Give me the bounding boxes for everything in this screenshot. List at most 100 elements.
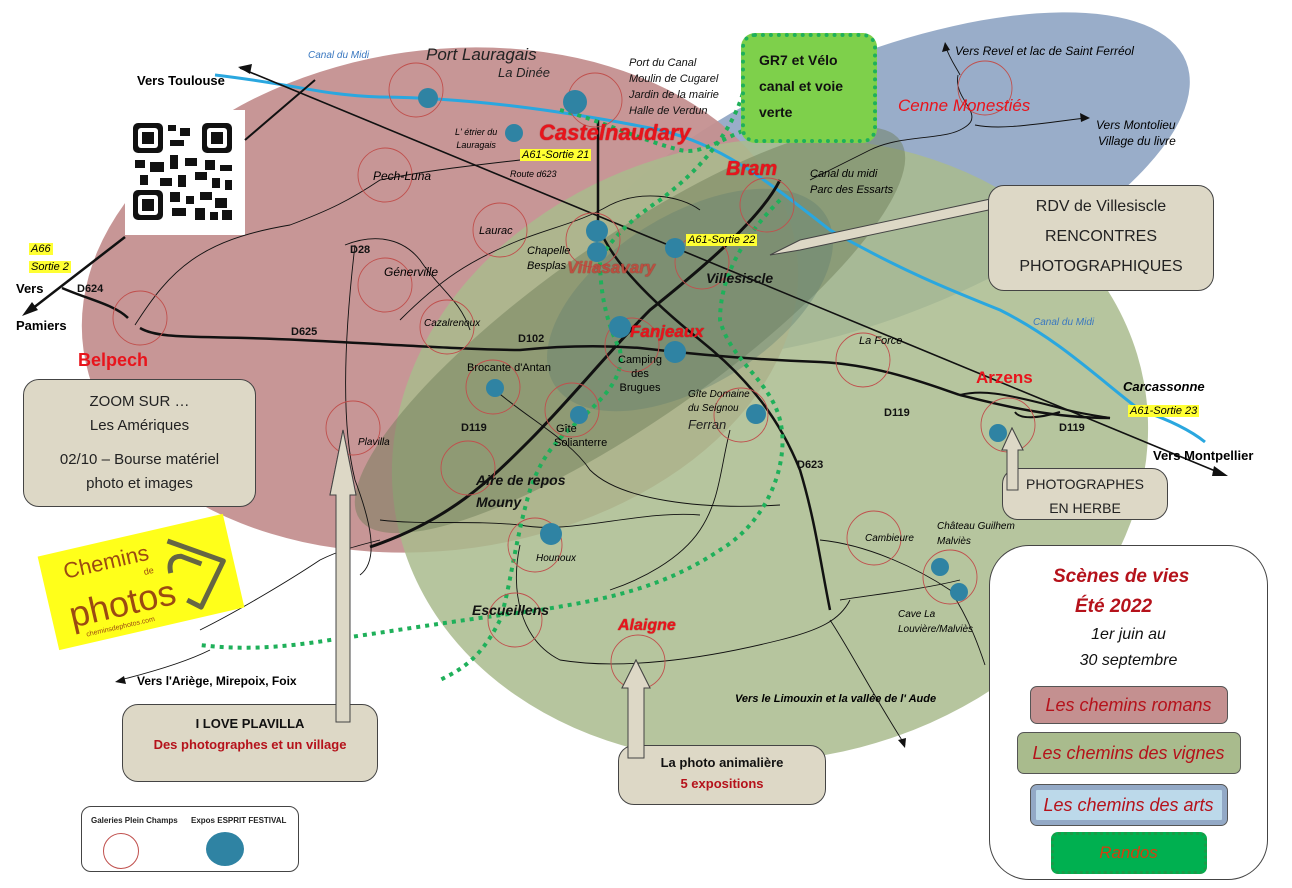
animaliere-subtitle: 5 expositions (680, 776, 764, 791)
zoom-line-4: photo et images (86, 475, 193, 492)
direction-toulouse: Vers Toulouse (137, 73, 225, 88)
town-villesiscle: Villesiscle (706, 270, 774, 286)
direction-montolieu-2: Village du livre (1098, 134, 1176, 148)
poi-solianterre: Solianterre (554, 437, 608, 449)
poi-malvies: Malviès (937, 536, 971, 547)
road-label-d119-east: D119 (1059, 422, 1085, 434)
legend-chemins-arts[interactable]: Les chemins des arts (1029, 784, 1228, 826)
direction-ariege: Vers l'Ariège, Mirepoix, Foix (137, 674, 297, 688)
road-d623 (596, 120, 832, 611)
a66-label: A66 (29, 243, 53, 255)
gr7-line-1: GR7 et Vélo (759, 52, 838, 68)
legend-chemins-romans[interactable]: Les chemins romans (1029, 686, 1228, 724)
legend-expos-label: Expos ESPRIT FESTIVAL (191, 816, 287, 825)
direction-montpellier: Vers Montpellier (1153, 448, 1254, 463)
qr-code (133, 123, 232, 220)
direction-pamiers-2: Pamiers (16, 318, 67, 333)
town-la-force: La Force (859, 335, 903, 347)
road-label-d119-center: D119 (884, 407, 910, 419)
logo-chemins-de-photos[interactable]: Chemins de photos cheminsdephotos.com (37, 513, 245, 651)
animaliere-title: La photo animalière (660, 755, 784, 770)
town-hounoux: Hounoux (536, 553, 577, 564)
a61-motorway (239, 67, 1226, 476)
town-cazalrenoux: Cazalrenoux (424, 318, 481, 329)
poi-seignou: du Seignou (688, 403, 739, 414)
callout-i-love-plavilla[interactable]: I LOVE PLAVILLA Des photographes et un v… (122, 704, 378, 782)
road-label-d625: D625 (291, 326, 318, 338)
poi-camping: Camping (618, 354, 663, 366)
road-d625 (61, 286, 1111, 420)
poi-etrier-1: L' étrier du (455, 127, 498, 137)
town-cambieure: Cambieure (865, 533, 914, 544)
info-panel: Scènes de vies Été 2022 1er juin au 30 s… (989, 545, 1268, 880)
gr7-line-2: canal et voie (759, 78, 844, 94)
rdv-line-1: RDV de Villesiscle (1035, 198, 1167, 215)
town-carcassonne: Carcassonne (1123, 379, 1205, 394)
direction-pamiers-1: Vers (16, 281, 44, 296)
town-plavilla: Plavilla (358, 437, 390, 448)
road-label-d624: D624 (77, 283, 104, 295)
exit-a61-21: A61-Sortie 21 (520, 149, 592, 161)
legend-chemins-vignes[interactable]: Les chemins des vignes (1016, 732, 1241, 774)
minor-roads (119, 44, 1086, 746)
town-la-dinee: La Dinée (498, 65, 551, 80)
poi-halle: Halle de Verdun (629, 105, 708, 117)
exit-a61-22: A61-Sortie 22 (686, 234, 758, 246)
poi-camping-brugues: Brugues (619, 382, 661, 394)
callout-photo-animaliere[interactable]: La photo animalière 5 expositions (618, 745, 826, 805)
legend-expo-dot-icon (206, 832, 244, 866)
plavilla-pointer (329, 429, 357, 723)
zone-fanjeaux (547, 188, 833, 412)
poi-jardin: Jardin de la mairie (629, 89, 719, 101)
road-label-route-d623: Route d623 (510, 169, 557, 179)
road-label-d623: D623 (797, 459, 824, 471)
canal-label-west: Canal du Midi (308, 50, 370, 61)
town-laurac: Laurac (479, 225, 513, 237)
town-arzens: Arzens (976, 368, 1033, 387)
callout-rdv-villesiscle[interactable]: RDV de Villesiscle RENCONTRES PHOTOGRAPH… (988, 185, 1214, 291)
callout-zoom-sur[interactable]: ZOOM SUR … Les Amériques 02/10 – Bourse … (23, 379, 256, 507)
town-generville: Génerville (384, 265, 439, 279)
poi-gite: Gîte (556, 423, 577, 435)
zoom-line-3: 02/10 – Bourse matériel (59, 451, 220, 468)
town-bram: Bram (726, 158, 778, 180)
rdv-line-2: RENCONTRES (1044, 228, 1157, 245)
legend-galeries-label: Galeries Plein Champs (91, 816, 178, 825)
exit-a61-23: A61-Sortie 23 (1128, 405, 1200, 417)
herbe-line-1: PHOTOGRAPHES (1026, 476, 1144, 492)
plavilla-title: I LOVE PLAVILLA (195, 716, 305, 731)
poi-aire-repos: Aire de repos (476, 472, 566, 488)
a66-exit-label: Sortie 2 (29, 261, 71, 273)
town-cenne-monesties: Cenne Monestiés (898, 96, 1031, 115)
callout-photographes-herbe[interactable]: PHOTOGRAPHES EN HERBE (1002, 468, 1168, 520)
town-alaigne: Alaigne (618, 617, 676, 634)
poi-parc-essarts: Parc des Essarts (810, 184, 894, 196)
callout-gr7[interactable]: GR7 et Vélo canal et voie verte (741, 33, 877, 143)
town-castelnaudary: Castelnaudary (539, 120, 691, 145)
poi-moulin: Moulin de Cugarel (629, 73, 719, 85)
poi-louviere: Louvière/Malviès (898, 624, 974, 635)
road-label-d28: D28 (350, 244, 371, 256)
logo-arrow-icon (166, 538, 226, 610)
legend-randos[interactable]: Randos (1050, 832, 1207, 874)
poi-etrier-2: Lauragais (456, 140, 496, 150)
road-label-d102: D102 (518, 333, 545, 345)
gr7-line-3: verte (759, 104, 793, 120)
town-chapelle: Chapelle (527, 245, 571, 257)
info-subtitle: Été 2022 (1075, 596, 1153, 617)
legend-gallery-ring-icon (103, 833, 139, 869)
poi-gite-domaine: Gîte Domaine (688, 389, 750, 400)
herbe-line-2: EN HERBE (1049, 500, 1121, 516)
poi-brocante: Brocante d'Antan (467, 362, 552, 374)
road-label-d119-west: D119 (461, 422, 487, 434)
poi-camping-des: des (631, 368, 649, 380)
town-fanjeaux: Fanjeaux (630, 322, 704, 341)
info-dates-2: 30 septembre (1079, 652, 1178, 669)
info-dates-1: 1er juin au (1091, 626, 1166, 643)
town-pech-luna: Pech-Luna (373, 169, 432, 183)
expo-dots (418, 88, 1007, 601)
info-title: Scènes de vies (1053, 566, 1190, 587)
poi-port-canal: Port du Canal (629, 57, 697, 69)
town-belpech: Belpech (78, 350, 149, 370)
direction-montolieu-1: Vers Montolieu (1096, 118, 1176, 132)
